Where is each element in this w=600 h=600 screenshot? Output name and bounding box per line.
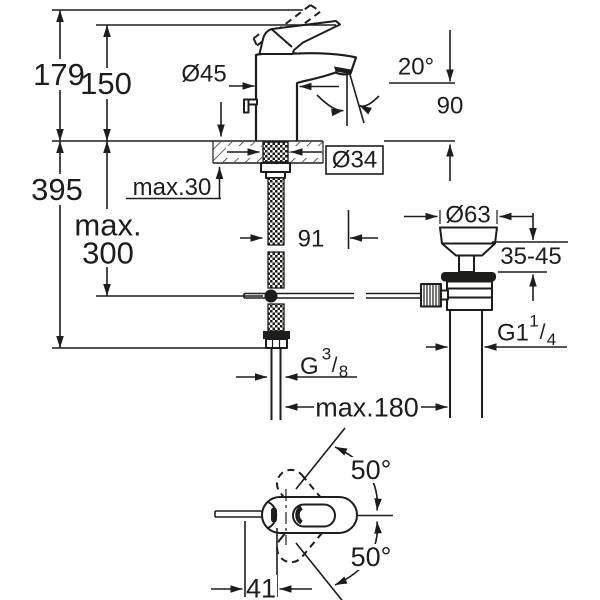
dim-150-label: 150 bbox=[80, 66, 132, 101]
faucet-side-view bbox=[243, 4, 358, 141]
seal-ring bbox=[441, 272, 496, 282]
dim-g114-label: G1 1 / 4 bbox=[497, 312, 556, 350]
drain-valve bbox=[420, 226, 498, 418]
dimension-lines-left bbox=[52, 9, 336, 349]
g38-sub: 8 bbox=[339, 362, 348, 381]
lever-handle-raised-dashed bbox=[252, 4, 322, 53]
dim-395-label: 395 bbox=[31, 172, 83, 207]
pop-up-knob bbox=[243, 98, 258, 114]
annotation-drain bbox=[236, 210, 568, 411]
g114-main: G1 bbox=[497, 320, 529, 347]
g114-sub: 4 bbox=[547, 330, 556, 349]
rod-joint-dot bbox=[264, 289, 278, 303]
dim-3545-label: 35-45 bbox=[500, 243, 561, 270]
annotation-spout bbox=[217, 30, 455, 181]
dim-91-label: 91 bbox=[298, 226, 325, 253]
dim-max180-label: max.180 bbox=[315, 393, 419, 423]
g38-sup: 3 bbox=[322, 345, 331, 364]
pop-up-rod bbox=[243, 289, 421, 303]
label-backgrounds bbox=[34, 59, 565, 600]
dim-50-top-label: 50° bbox=[351, 455, 392, 485]
dim-max300-label-line1: max. bbox=[74, 208, 141, 243]
dim-max300-label-line2: 300 bbox=[82, 236, 134, 271]
supply-hose-assembly bbox=[260, 141, 291, 420]
lever-crescent bbox=[295, 505, 303, 525]
dim-179-label: 179 bbox=[33, 57, 85, 92]
annotation-deck bbox=[126, 145, 384, 249]
lever-handle bbox=[258, 20, 341, 55]
g114-slash: / bbox=[540, 321, 546, 344]
waste-plug-cup bbox=[439, 226, 498, 257]
g114-sup: 1 bbox=[529, 312, 538, 331]
lever-top-view bbox=[292, 503, 336, 528]
dia34-box bbox=[325, 145, 384, 175]
dimension-labels: 179 150 395 max. 300 Ø45 20° 90 Ø34 max.… bbox=[31, 54, 562, 600]
valve-body bbox=[446, 280, 493, 311]
dim-g38-label: G 3 / 8 bbox=[300, 345, 348, 382]
dim-max30-label: max.30 bbox=[133, 174, 212, 201]
logo-mark bbox=[271, 507, 277, 523]
g38-slash: / bbox=[332, 354, 338, 377]
dim-90-label: 90 bbox=[437, 93, 464, 120]
g38-main: G bbox=[300, 353, 319, 380]
dim-dia45-label: Ø45 bbox=[181, 61, 226, 88]
faucet-top-view bbox=[211, 427, 393, 600]
dim-angle20-label: 20° bbox=[398, 54, 434, 81]
dim-50-bottom-label: 50° bbox=[351, 542, 392, 572]
dim-41-label: 41 bbox=[246, 574, 276, 600]
dim-dia34-label: Ø34 bbox=[332, 147, 377, 174]
dim-dia63-label: Ø63 bbox=[445, 202, 490, 229]
